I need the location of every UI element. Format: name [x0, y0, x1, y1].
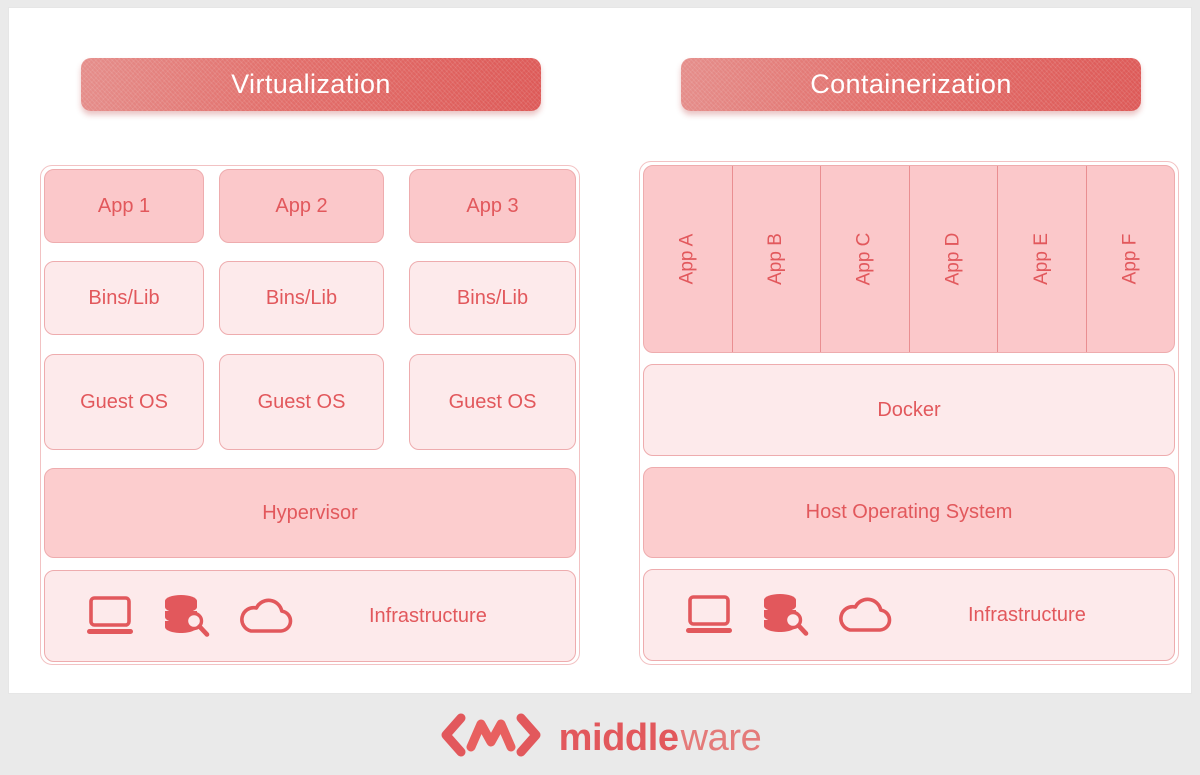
containerization-header-label: Containerization [810, 69, 1012, 99]
container-app-c[interactable]: App C [821, 166, 910, 352]
hypervisor-label: Hypervisor [262, 501, 358, 524]
infrastructure-icons-right [684, 593, 894, 637]
container-app-b[interactable]: App B [733, 166, 821, 352]
guest-os-box-2[interactable]: Guest OS [219, 354, 384, 450]
docker-label: Docker [877, 398, 941, 421]
bins-lib-box-2[interactable]: Bins/Lib [219, 261, 384, 335]
laptop-icon [85, 594, 135, 638]
bins-lib-box-1-label: Bins/Lib [88, 286, 160, 309]
app-box-1-label: App 1 [97, 194, 151, 217]
container-app-e[interactable]: App E [998, 166, 1087, 352]
host-os-label: Host Operating System [805, 501, 1013, 523]
infrastructure-box-right[interactable]: Infrastructure [643, 569, 1175, 661]
container-app-f-label: App F [1119, 233, 1141, 285]
bins-lib-box-3[interactable]: Bins/Lib [409, 261, 576, 335]
cloud-icon [836, 593, 894, 637]
guest-os-box-3[interactable]: Guest OS [409, 354, 576, 450]
laptop-icon [684, 593, 734, 637]
container-app-a-label: App A [676, 233, 698, 285]
cloud-icon [237, 594, 295, 638]
middleware-logo-name-light: ware [680, 716, 762, 759]
container-app-a[interactable]: App A [644, 166, 733, 352]
app-box-2-label: App 2 [275, 194, 328, 217]
container-app-b-label: App B [765, 233, 787, 285]
infrastructure-label-right: Infrastructure [968, 603, 1086, 626]
containerization-header: Containerization [681, 58, 1141, 111]
bins-lib-box-3-label: Bins/Lib [456, 286, 529, 309]
middleware-logo-name-bold: middle [558, 716, 679, 759]
bins-lib-box-2-label: Bins/Lib [265, 286, 338, 309]
guest-os-box-1[interactable]: Guest OS [44, 354, 204, 450]
app-box-1[interactable]: App 1 [44, 169, 204, 243]
containerization-stack: App A App B App C App D App E App F [639, 161, 1179, 665]
virtualization-header-label: Virtualization [231, 69, 391, 99]
host-os-box[interactable]: Host Operating System [643, 467, 1175, 558]
guest-os-box-1-label: Guest OS [80, 390, 168, 413]
infrastructure-content-left: Infrastructure [45, 571, 575, 661]
infrastructure-icons-left [85, 594, 295, 638]
guest-os-box-3-label: Guest OS [448, 390, 537, 413]
app-box-3-label: App 3 [466, 194, 519, 217]
infrastructure-box-left[interactable]: Infrastructure [44, 570, 576, 662]
app-box-3[interactable]: App 3 [409, 169, 576, 243]
bins-lib-box-1[interactable]: Bins/Lib [44, 261, 204, 335]
container-app-e-label: App E [1030, 233, 1052, 285]
container-app-d[interactable]: App D [910, 166, 998, 352]
diagram-panel: Virtualization Containerization App 1 Ap… [8, 7, 1192, 694]
app-box-2[interactable]: App 2 [219, 169, 384, 243]
database-search-icon [161, 594, 211, 638]
guest-os-box-2-label: Guest OS [257, 390, 346, 413]
container-app-d-label: App D [942, 232, 964, 286]
container-app-c-label: App C [853, 232, 875, 286]
infrastructure-label-left: Infrastructure [369, 604, 487, 627]
middleware-logo: middle ware [0, 700, 1200, 775]
database-search-icon [760, 593, 810, 637]
container-app-f[interactable]: App F [1087, 166, 1175, 352]
virtualization-stack: App 1 App 2 App 3 Bins/Lib Bins/Lib Bins… [40, 165, 580, 665]
container-apps-row: App A App B App C App D App E App F [643, 165, 1175, 353]
middleware-logo-mark-icon [439, 712, 543, 763]
docker-box[interactable]: Docker [643, 364, 1175, 456]
hypervisor-box[interactable]: Hypervisor [44, 468, 576, 558]
infrastructure-content-right: Infrastructure [644, 570, 1174, 660]
virtualization-header: Virtualization [81, 58, 541, 111]
